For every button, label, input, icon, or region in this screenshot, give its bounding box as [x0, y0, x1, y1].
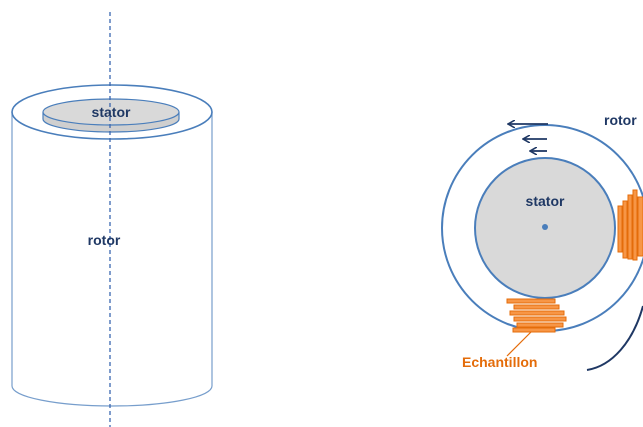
sample-right	[617, 189, 643, 261]
right-rotor-label: rotor	[604, 112, 637, 128]
sample-label: Echantillon	[462, 354, 537, 370]
right-stator-label: stator	[526, 193, 565, 209]
sample-pointer	[506, 331, 532, 357]
rotor-top-rim	[11, 84, 213, 140]
stator-center-dot	[542, 224, 548, 230]
right-cross-section-diagram: rotor stator Echantillon	[441, 112, 643, 371]
stator-disc-top	[42, 98, 180, 126]
left-stator-label: stator	[92, 104, 131, 120]
left-cylinder-diagram: stator rotor	[11, 12, 213, 427]
left-rotor-label: rotor	[88, 232, 121, 248]
rotation-curve-arrow	[586, 305, 643, 371]
sample-bottom	[506, 298, 567, 333]
rotor-cylinder-body	[11, 112, 213, 407]
